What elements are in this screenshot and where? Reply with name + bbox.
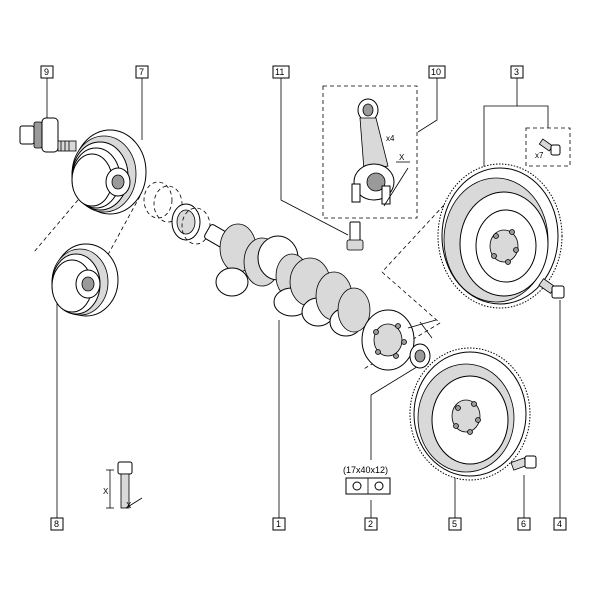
bolt-measure-icon [106,461,143,509]
drive-pulley-lower [51,243,119,317]
callout-3: 3 [510,65,524,79]
bolt-dim-label-1: X [103,487,109,496]
svg-text:3: 3 [514,67,519,77]
crank-seal [409,343,431,369]
svg-text:7: 7 [139,67,144,77]
callout-4: 4 [553,517,567,531]
callout-1: 1 [272,517,286,531]
rod-bolt [346,221,364,251]
callout-9: 9 [40,65,54,79]
flange-dimension [407,319,437,339]
crankshaft [204,223,415,371]
bearing-shells [143,181,211,245]
svg-text:2: 2 [368,519,373,529]
svg-text:10: 10 [431,67,441,77]
connecting-rod [351,98,410,207]
svg-text:5: 5 [452,519,457,529]
bolt-set-icon [538,138,561,156]
callout-2: 2 [364,517,378,531]
svg-text:4: 4 [557,519,562,529]
callout-10: 10 [428,65,446,79]
svg-text:1: 1 [276,519,281,529]
callout-6: 6 [517,517,531,531]
flywheel-bolt [538,278,565,299]
svg-text:6: 6 [521,519,526,529]
rod-qty-label: x4 [386,134,395,143]
flywheel-dual-mass [437,163,563,309]
svg-text:8: 8 [54,519,59,529]
flywheel-single-mass [409,347,531,481]
svg-text:9: 9 [44,67,49,77]
bolt-dim-label-2: X [126,501,132,510]
seal-spec-label: (17x40x12) [343,465,388,475]
drive-pulley-upper [71,129,147,215]
callout-7: 7 [135,65,149,79]
rod-dim-label: X [399,153,405,162]
callout-5: 5 [448,517,462,531]
seal-spec-icon [345,477,391,495]
pulley-bolt [19,117,77,153]
callout-11: 11 [272,65,290,79]
callout-8: 8 [50,517,64,531]
svg-text:11: 11 [275,67,284,77]
leader-lines [46,78,561,518]
flywheel-bolt-short [510,455,537,471]
bolt-qty-label: x7 [535,151,544,160]
